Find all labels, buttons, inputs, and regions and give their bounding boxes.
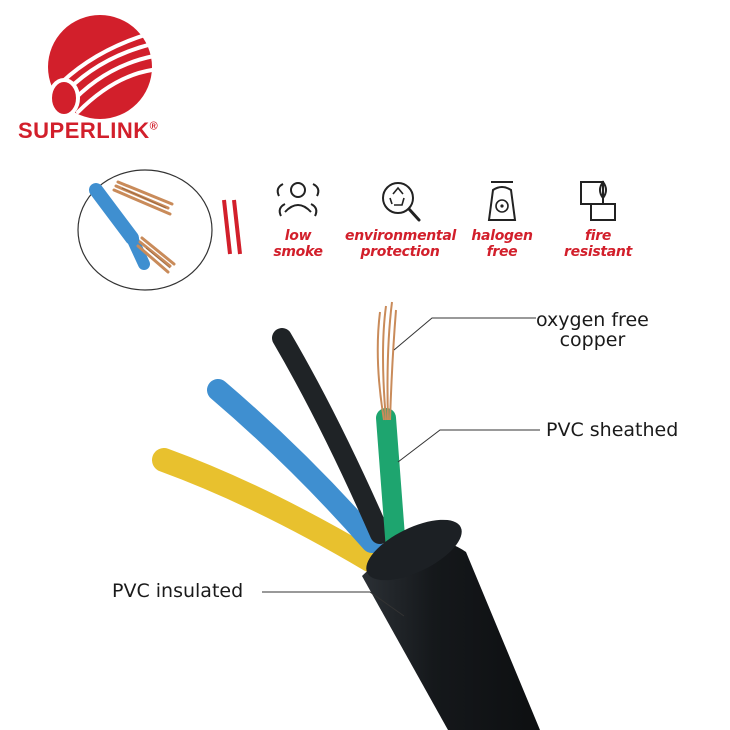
feature-label-line1: environmental — [345, 228, 456, 244]
black-wire — [272, 328, 390, 544]
callout-pvc-sheathed: PVC sheathed — [546, 419, 679, 441]
feature-label-line2: smoke — [273, 244, 323, 260]
yellow-wire — [152, 448, 382, 572]
feature-label-line1: fire — [584, 228, 612, 244]
green-wire — [376, 408, 406, 560]
low-smoke-icon — [276, 182, 320, 217]
superlink-logo — [48, 15, 156, 119]
blue-wire — [207, 379, 383, 553]
divider-marks — [222, 199, 242, 255]
feature-label-line2: resistant — [564, 244, 632, 260]
callout-copper-line2: copper — [559, 329, 626, 351]
feature-label-line1: low — [284, 228, 312, 244]
feature-label-line2: free — [486, 244, 518, 260]
halogen-free-icon — [487, 181, 517, 221]
registered-mark: ® — [149, 120, 159, 133]
callout-copper-line1: oxygen free — [536, 309, 649, 331]
fire-resistant-icon — [580, 180, 616, 221]
outer-jacket — [362, 540, 540, 730]
wire-closeup-circle — [77, 169, 213, 291]
environmental-protection-icon — [382, 182, 421, 222]
copper-strands — [376, 301, 397, 421]
callout-oxygen-free-copper: oxygen free copper — [536, 310, 649, 350]
brand-name-text: SUPERLINK — [18, 118, 150, 143]
cable-illustration — [152, 301, 540, 730]
brand-name: SUPERLINK® — [18, 118, 158, 144]
callout-lines — [262, 317, 540, 617]
callout-pvc-insulated: PVC insulated — [112, 580, 244, 602]
feature-label-line1: halogen — [471, 228, 533, 244]
feature-label-line2: protection — [360, 244, 440, 260]
